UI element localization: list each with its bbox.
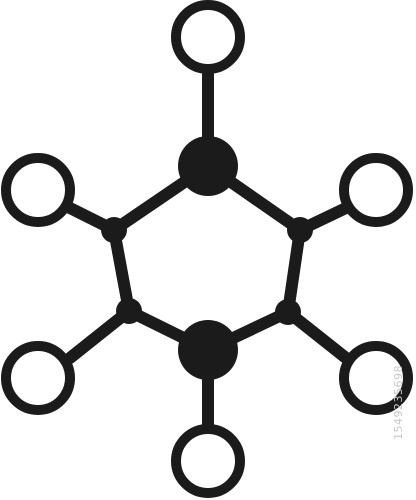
atom-right-lower-node xyxy=(275,299,301,325)
atom-bottom-core xyxy=(178,320,238,380)
atom-left-upper-node xyxy=(101,217,127,243)
atom-upper-left-outer xyxy=(1,153,75,227)
atom-left-lower-node xyxy=(116,298,142,324)
bond-ring-right xyxy=(282,224,306,318)
atom-top-core xyxy=(178,136,238,196)
atom-lower-left-outer xyxy=(1,341,75,415)
inner-atoms-group xyxy=(101,136,313,380)
atom-right-upper-node xyxy=(287,217,313,243)
atom-top-outer xyxy=(171,0,245,74)
atom-bottom-outer xyxy=(171,424,245,498)
atom-upper-right-outer xyxy=(339,153,413,227)
watermark-stock-id: 1549235698 xyxy=(392,365,405,440)
atom-lower-right-outer xyxy=(339,341,413,415)
bond-ring-left xyxy=(108,224,135,317)
